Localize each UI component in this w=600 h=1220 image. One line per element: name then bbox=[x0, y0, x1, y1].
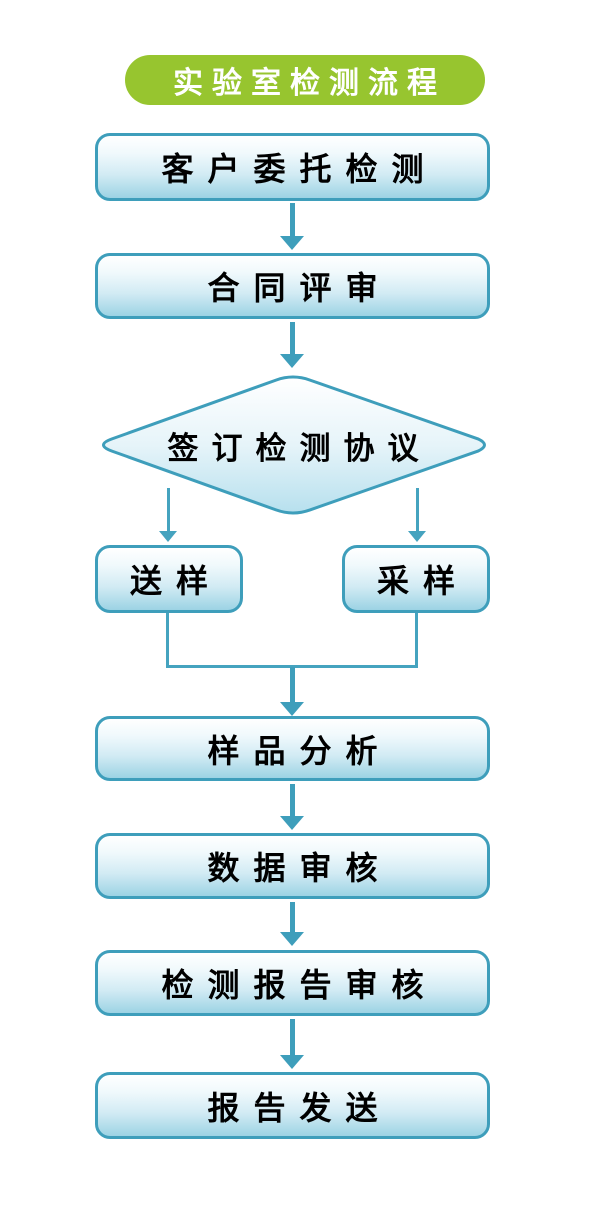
node-customer-commission: 客户委托检测 bbox=[95, 133, 490, 201]
node-collect-sample-label: 采样 bbox=[376, 563, 469, 599]
arrow-shaft bbox=[289, 784, 295, 816]
arrow-branch-right bbox=[408, 488, 426, 542]
arrow-merge-down bbox=[280, 667, 304, 716]
arrow-head-icon bbox=[280, 816, 304, 830]
node-report-delivery: 报告发送 bbox=[95, 1072, 490, 1139]
arrow-head-icon bbox=[408, 531, 426, 542]
node-report-delivery-label: 报告发送 bbox=[207, 1089, 392, 1126]
node-sign-agreement: 签订检测协议 bbox=[91, 370, 495, 520]
arrow-shaft bbox=[166, 488, 170, 531]
decision-diamond-shape bbox=[102, 375, 486, 515]
flowchart-title-pill: 实验室检测流程 bbox=[125, 55, 485, 105]
arrow-head-icon bbox=[280, 702, 304, 716]
arrow-shaft bbox=[289, 667, 295, 702]
connector-right-vertical bbox=[415, 613, 418, 668]
arrow-down-1 bbox=[280, 203, 304, 250]
node-customer-commission-label: 客户委托检测 bbox=[161, 151, 438, 187]
node-report-review-label: 检测报告审核 bbox=[161, 967, 438, 1003]
node-collect-sample: 采样 bbox=[342, 545, 490, 613]
node-send-sample-label: 送样 bbox=[129, 563, 222, 599]
arrow-head-icon bbox=[159, 531, 177, 542]
arrow-shaft bbox=[289, 322, 295, 354]
node-sign-agreement-label: 签订检测协议 bbox=[167, 430, 432, 466]
node-data-review-label: 数据审核 bbox=[207, 850, 392, 886]
arrow-head-icon bbox=[280, 932, 304, 946]
arrow-shaft bbox=[289, 902, 295, 932]
node-report-review: 检测报告审核 bbox=[95, 950, 490, 1016]
arrow-head-icon bbox=[280, 1055, 304, 1069]
arrow-shaft bbox=[415, 488, 419, 531]
arrow-shaft bbox=[289, 203, 295, 236]
node-send-sample: 送样 bbox=[95, 545, 243, 613]
arrow-head-icon bbox=[280, 236, 304, 250]
node-sample-analysis: 样品分析 bbox=[95, 716, 490, 781]
arrow-branch-left bbox=[159, 488, 177, 542]
arrow-down-6 bbox=[280, 1019, 304, 1069]
node-sample-analysis-label: 样品分析 bbox=[207, 732, 392, 769]
arrow-down-5 bbox=[280, 902, 304, 946]
arrow-shaft bbox=[289, 1019, 295, 1055]
decision-label-wrap: 签订检测协议 bbox=[91, 370, 495, 520]
node-contract-review: 合同评审 bbox=[95, 253, 490, 319]
connector-horizontal bbox=[166, 665, 418, 668]
arrow-down-4 bbox=[280, 784, 304, 830]
arrow-down-2 bbox=[280, 322, 304, 368]
node-data-review: 数据审核 bbox=[95, 833, 490, 899]
connector-left-vertical bbox=[166, 613, 169, 668]
arrow-head-icon bbox=[280, 354, 304, 368]
flowchart-title-label: 实验室检测流程 bbox=[173, 67, 446, 100]
node-contract-review-label: 合同评审 bbox=[207, 270, 392, 306]
